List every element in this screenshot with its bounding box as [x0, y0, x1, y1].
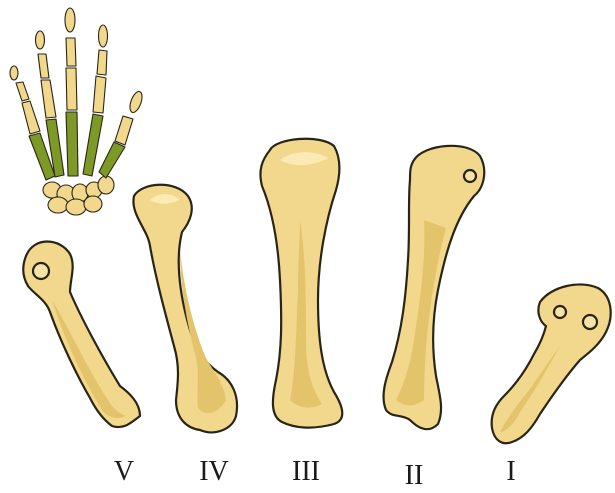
label-metacarpal-iii: III	[292, 456, 320, 487]
label-metacarpal-v: V	[114, 456, 134, 487]
finger-i-phalanges	[115, 90, 144, 145]
metacarpal-i	[492, 284, 611, 443]
label-metacarpal-iv: IV	[199, 456, 229, 487]
label-metacarpal-i: I	[506, 456, 515, 487]
label-metacarpal-ii: II	[405, 460, 424, 491]
finger-iii-phalanges	[65, 8, 77, 110]
metacarpal-v	[23, 242, 140, 428]
finger-iv-phalanges	[36, 31, 57, 118]
carpal-bones	[43, 176, 114, 215]
hand-skeleton-thumbnail	[10, 8, 144, 215]
metacarpal-ii	[384, 146, 485, 429]
metacarpal-iv	[133, 185, 237, 433]
metacarpal-iii	[260, 139, 342, 428]
finger-ii-phalanges	[93, 25, 108, 113]
finger-v-phalanges	[10, 66, 40, 134]
highlighted-metacarpals	[29, 112, 125, 180]
